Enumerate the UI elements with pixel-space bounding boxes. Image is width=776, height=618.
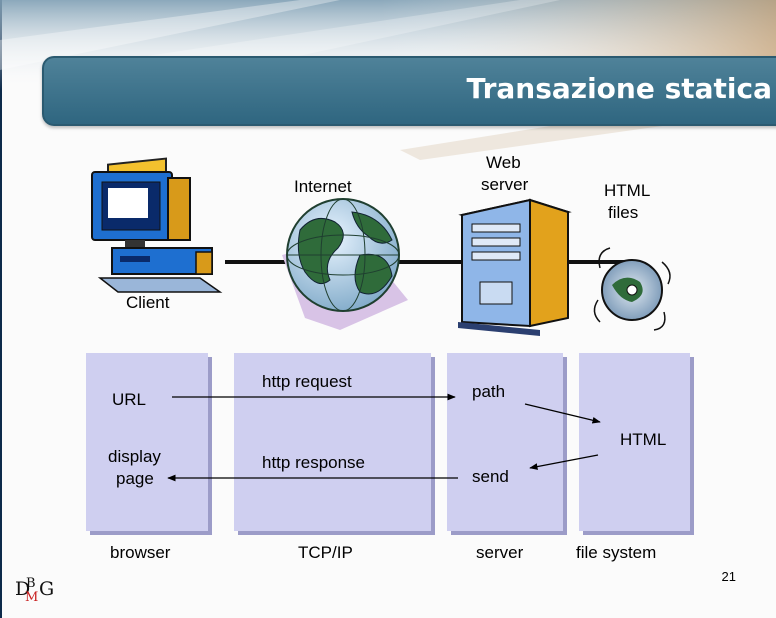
html-files-label-line1: HTML bbox=[604, 181, 651, 200]
browser-box bbox=[86, 353, 208, 531]
file-system-caption: file system bbox=[576, 543, 657, 562]
html-files-disk-icon bbox=[593, 247, 671, 331]
slide-title: Transazione statica bbox=[466, 72, 772, 105]
client-computer-icon bbox=[91, 157, 223, 293]
http-request-label: http request bbox=[262, 372, 352, 391]
http-response-label: http response bbox=[262, 453, 366, 472]
internet-globe-icon bbox=[282, 198, 408, 330]
display-page-label-line2: page bbox=[116, 469, 154, 488]
browser-caption: browser bbox=[110, 543, 171, 562]
html-label: HTML bbox=[620, 430, 667, 449]
path-label: path bbox=[472, 382, 506, 401]
left-frame-edge bbox=[0, 0, 2, 618]
server-box bbox=[447, 353, 563, 531]
file-system-box bbox=[579, 353, 690, 531]
tcpip-box bbox=[234, 353, 431, 531]
client-label: Client bbox=[126, 293, 170, 312]
html-files-label-line2: files bbox=[608, 203, 639, 222]
dbmg-logo: D B M G bbox=[15, 576, 55, 605]
page-number: 21 bbox=[721, 569, 736, 584]
tcpip-caption: TCP/IP bbox=[298, 543, 353, 562]
internet-label: Internet bbox=[294, 177, 352, 196]
title-bar bbox=[42, 56, 776, 126]
html-to-send-arrow bbox=[529, 454, 599, 470]
server-caption: server bbox=[476, 543, 524, 562]
display-page-label-line1: display bbox=[108, 447, 161, 466]
web-server-label-line1: Web bbox=[486, 153, 521, 172]
web-server-icon bbox=[458, 198, 572, 336]
url-label: URL bbox=[112, 390, 147, 409]
web-server-label-line2: server bbox=[481, 175, 529, 194]
path-to-html-arrow bbox=[524, 403, 601, 424]
send-label: send bbox=[472, 467, 509, 486]
